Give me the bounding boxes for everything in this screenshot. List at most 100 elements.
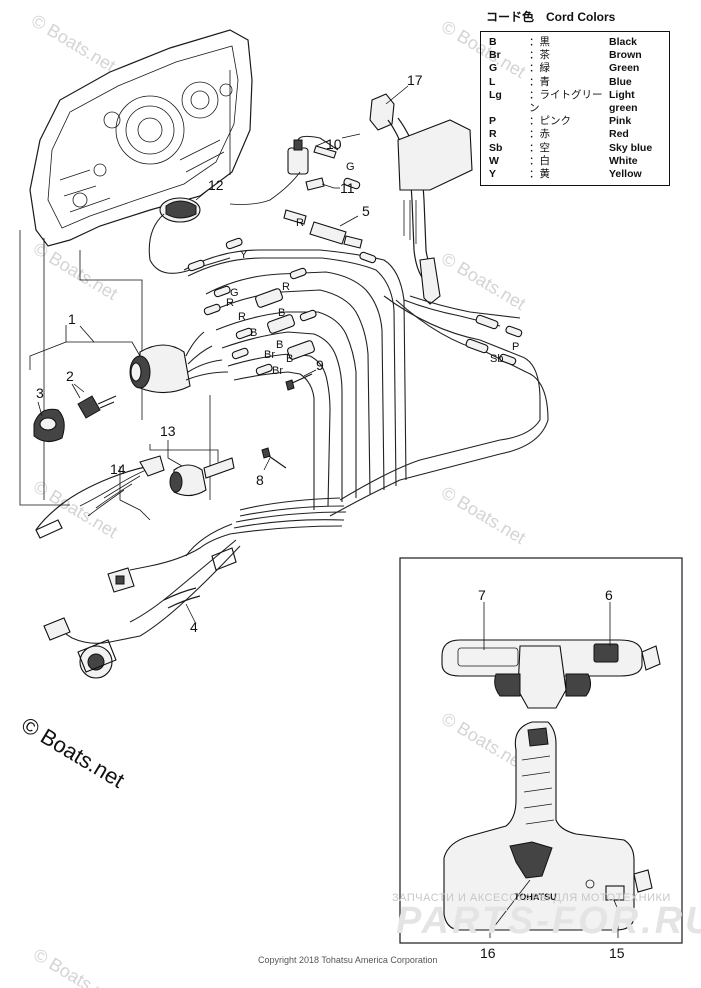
callout-17: 17 xyxy=(407,72,423,88)
tohatsu-logo-text: TOHATSU xyxy=(514,892,557,902)
wire-label-r: R xyxy=(282,281,290,293)
copyright-notice: Copyright 2018 Tohatsu America Corporati… xyxy=(258,955,438,965)
callout-10: 10 xyxy=(326,136,342,152)
callout-13: 13 xyxy=(160,423,176,439)
legend-row: Y ：黄 Yellow xyxy=(489,168,663,181)
wire-label-p: P xyxy=(512,341,519,353)
wire-label-br: Br xyxy=(272,365,283,377)
legend-table: B ：黒 Black Br ：茶 Brown G ：緑 Green L ：青 Blue Lg ：ラ… xyxy=(480,31,670,187)
callout-1: 1 xyxy=(68,311,76,327)
callout-6: 6 xyxy=(605,587,613,603)
remote-control-inset: TOHATSU xyxy=(399,557,683,944)
legend-en: Blue xyxy=(609,75,632,88)
watermark: © Boats.net xyxy=(30,944,121,988)
legend-en: Sky blue xyxy=(609,141,653,154)
part-14-lanyard xyxy=(35,455,165,539)
callout-16: 16 xyxy=(480,945,496,961)
part-1-main-switch xyxy=(29,325,229,394)
callout-5: 5 xyxy=(362,203,370,219)
callout-11: 11 xyxy=(340,180,355,196)
part-2-key xyxy=(71,383,117,419)
legend-jp: ：黄 xyxy=(529,168,550,181)
part-5-connector xyxy=(283,209,363,249)
part-12-buzzer xyxy=(148,189,231,274)
legend-code: Y xyxy=(489,168,497,181)
callout-2: 2 xyxy=(66,368,74,384)
callout-14: 14 xyxy=(110,461,126,477)
legend-en: Light green xyxy=(609,88,638,115)
legend-row: R ：赤 Red xyxy=(489,128,663,141)
legend-row: Sb ：空 Sky blue xyxy=(489,142,663,155)
legend-en: Brown xyxy=(609,49,642,62)
callout-12: 12 xyxy=(208,177,224,193)
inset-frame xyxy=(399,557,683,944)
control-box-housing xyxy=(19,29,253,506)
legend-code: P xyxy=(489,115,497,128)
part-9-screw xyxy=(285,369,317,391)
legend-jp: ：緑 xyxy=(529,62,550,75)
part-10-relay xyxy=(229,135,339,205)
legend-code: Sb xyxy=(489,141,503,154)
watermark: © Boats.net xyxy=(438,248,529,314)
legend-en: Black xyxy=(609,36,638,48)
legend-jp: ：茶 xyxy=(529,49,550,62)
legend-code: B xyxy=(489,36,497,48)
legend-row: L ：青 Blue xyxy=(489,76,663,89)
wire-label-r: R xyxy=(296,217,304,229)
bullet-connectors xyxy=(187,177,523,376)
watermark: © Boats.net xyxy=(28,10,119,76)
legend-en: Red xyxy=(609,128,629,141)
callout-8: 8 xyxy=(256,472,264,488)
legend-jp: ：ライトグリーン xyxy=(529,88,603,115)
wire-label-sb: Sb xyxy=(490,353,503,365)
wire-label-r: R xyxy=(226,297,234,309)
part-8-screw xyxy=(261,447,287,469)
callout-7: 7 xyxy=(478,587,486,603)
part-3-cap xyxy=(33,401,65,442)
wire-label-r: R xyxy=(238,311,246,323)
shop-watermark-brand: PARTS-FOR.RU xyxy=(396,900,701,942)
part-13-stop-switch xyxy=(149,440,235,497)
callout-3: 3 xyxy=(36,385,44,401)
lever-arm-17 xyxy=(369,85,473,305)
legend-row: Br ：茶 Brown xyxy=(489,49,663,62)
legend-code: G xyxy=(489,62,498,75)
wire-label-g: G xyxy=(230,287,239,299)
legend-row: W ：白 White xyxy=(489,155,663,168)
legend-jp: ：白 xyxy=(529,154,550,167)
legend-en: Green xyxy=(609,62,640,75)
legend-code: Br xyxy=(489,49,501,62)
wire-labels: G Y R G R R R B B Br B Br B P Sb xyxy=(226,161,519,377)
wire-harness xyxy=(59,249,549,644)
wire-label-b: B xyxy=(286,353,293,365)
legend-row: G ：緑 Green xyxy=(489,62,663,75)
wire-label-g: G xyxy=(346,161,355,173)
callout-4: 4 xyxy=(190,619,198,635)
legend-jp: ：赤 xyxy=(529,128,550,141)
wire-label-y: Y xyxy=(240,249,248,261)
legend-code: Lg xyxy=(489,88,502,101)
legend-code: R xyxy=(489,128,497,141)
part-4-harness-ends xyxy=(43,547,237,679)
legend-jp: ：黒 xyxy=(529,36,550,48)
callout-15: 15 xyxy=(609,945,625,961)
wire-label-b: B xyxy=(276,339,283,351)
wire-label-b: B xyxy=(250,327,257,339)
legend-title: コード色 Cord Colors xyxy=(486,10,616,24)
legend-en: White xyxy=(609,154,638,167)
callout-9: 9 xyxy=(316,357,324,373)
legend-jp: ：青 xyxy=(529,75,550,88)
wire-label-b: B xyxy=(278,307,285,319)
legend-code: W xyxy=(489,154,499,167)
legend-en: Yellow xyxy=(609,168,642,181)
callout-leaders xyxy=(73,133,361,471)
legend-row: B ：黒 Black xyxy=(489,36,663,49)
legend-code: L xyxy=(489,75,496,88)
legend-jp: ：空 xyxy=(529,141,550,154)
legend-en: Pink xyxy=(609,115,632,128)
